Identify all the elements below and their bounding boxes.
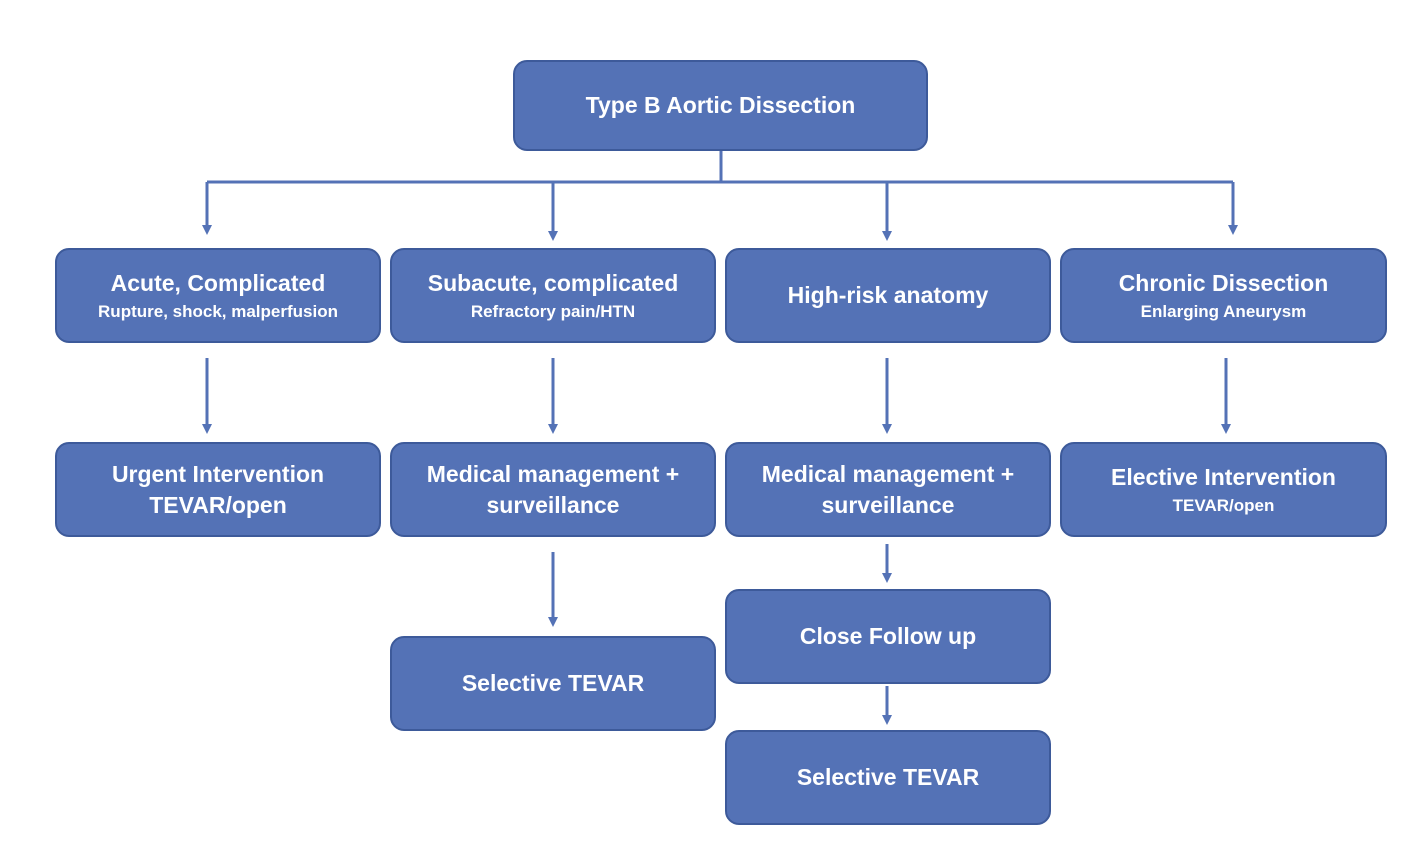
- node-urgent-line2: TEVAR/open: [149, 491, 287, 518]
- node-elective-title: Elective Intervention: [1111, 464, 1336, 490]
- node-medical2: Medical management + surveillance: [725, 442, 1051, 537]
- node-urgent: Urgent Intervention TEVAR/open: [55, 442, 381, 537]
- node-subacute-subtitle: Refractory pain/HTN: [470, 302, 636, 321]
- node-selective1: Selective TEVAR: [390, 636, 716, 731]
- node-medical1-line1: Medical management +: [426, 460, 680, 487]
- node-acute: Acute, Complicated Rupture, shock, malpe…: [55, 248, 381, 343]
- node-selective1-title: Selective TEVAR: [461, 670, 645, 696]
- node-medical2-line1: Medical management +: [761, 460, 1015, 487]
- node-selective2-title: Selective TEVAR: [796, 764, 980, 790]
- node-selective2: Selective TEVAR: [725, 730, 1051, 825]
- node-elective-subtitle: TEVAR/open: [1172, 496, 1275, 515]
- node-medical1-line2: surveillance: [486, 491, 620, 518]
- node-closefollow: Close Follow up: [725, 589, 1051, 684]
- node-chronic: Chronic Dissection Enlarging Aneurysm: [1060, 248, 1387, 343]
- node-chronic-title: Chronic Dissection: [1118, 270, 1329, 296]
- node-root: Type B Aortic Dissection: [513, 60, 928, 151]
- node-acute-title: Acute, Complicated: [110, 270, 326, 296]
- node-urgent-line1: Urgent Intervention: [111, 460, 325, 487]
- node-chronic-subtitle: Enlarging Aneurysm: [1140, 302, 1307, 321]
- node-root-title: Type B Aortic Dissection: [585, 92, 856, 118]
- node-elective: Elective Intervention TEVAR/open: [1060, 442, 1387, 537]
- node-medical2-line2: surveillance: [821, 491, 955, 518]
- node-highrisk-title: High-risk anatomy: [787, 282, 989, 308]
- node-subacute-title: Subacute, complicated: [427, 270, 679, 296]
- node-medical1: Medical management + surveillance: [390, 442, 716, 537]
- node-acute-subtitle: Rupture, shock, malperfusion: [98, 302, 338, 321]
- node-highrisk: High-risk anatomy: [725, 248, 1051, 343]
- node-closefollow-title: Close Follow up: [799, 623, 977, 649]
- node-subacute: Subacute, complicated Refractory pain/HT…: [390, 248, 716, 343]
